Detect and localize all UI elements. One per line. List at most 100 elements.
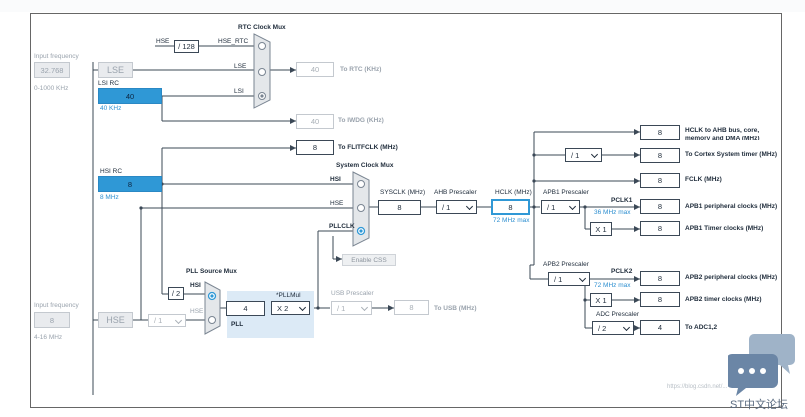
input-freq-hse-range: 4-16 MHz bbox=[34, 334, 63, 341]
adc-value-box[interactable]: 4 bbox=[640, 320, 680, 335]
lse-source-box[interactable]: LSE bbox=[98, 62, 133, 78]
lsi-unit: 40 KHz bbox=[100, 105, 122, 112]
mux-pllclk-label: PLLCLK bbox=[329, 223, 355, 230]
hsi-unit: 8 MHz bbox=[100, 194, 119, 201]
adc-prescaler-value: / 2 bbox=[598, 323, 607, 333]
apb1-timer-value-box[interactable]: 8 bbox=[640, 221, 680, 236]
hclk-out-label: HCLK to AHB bus, core, bbox=[685, 127, 760, 134]
rtc-in-lse: LSE bbox=[234, 63, 247, 70]
mux-hsi-label: HSI bbox=[330, 176, 341, 183]
pll-in-hsi: HSI bbox=[190, 282, 201, 289]
clock-tree-frame bbox=[30, 13, 782, 408]
cortex-div-value: / 1 bbox=[571, 150, 580, 160]
cortex-value-box[interactable]: 8 bbox=[640, 148, 680, 163]
to-flit-label: To FLITFCLK (MHz) bbox=[338, 144, 398, 151]
iwdg-value-box[interactable]: 40 bbox=[296, 114, 334, 129]
hclk-max: 72 MHz max bbox=[493, 217, 530, 224]
hclk-out-label-2: memory and DMA (MHz) bbox=[685, 136, 760, 140]
usb-value-box[interactable]: 8 bbox=[394, 300, 429, 315]
chevron-down-icon bbox=[568, 202, 577, 211]
chevron-down-icon bbox=[298, 303, 307, 312]
cortex-label: To Cortex System timer (MHz) bbox=[685, 151, 777, 158]
hse-div128-label: HSE bbox=[156, 38, 170, 45]
ahb-prescaler-label: AHB Prescaler bbox=[434, 189, 477, 196]
pclk1-label: PCLK1 bbox=[611, 197, 633, 204]
flit-value-box[interactable]: 8 bbox=[296, 140, 334, 155]
hsi-rc-label: HSI RC bbox=[100, 168, 123, 175]
chevron-down-icon bbox=[578, 274, 587, 283]
input-freq-lse-label: Input frequency bbox=[34, 53, 79, 60]
hse-source-box[interactable]: HSE bbox=[98, 312, 133, 328]
apb2-prescaler-value: / 1 bbox=[554, 274, 563, 284]
to-rtc-label: To RTC (KHz) bbox=[340, 66, 382, 73]
usb-prescaler-value: / 1 bbox=[337, 303, 346, 313]
pll-mux-title: PLL Source Mux bbox=[186, 268, 237, 275]
apb1-periph-value-box[interactable]: 8 bbox=[640, 199, 680, 214]
hclk-label: HCLK (MHz) bbox=[495, 189, 532, 196]
apb2-timer-value-box[interactable]: 8 bbox=[640, 292, 680, 307]
adc-prescaler-label: ADC Prescaler bbox=[596, 311, 639, 318]
hclk-value-box[interactable]: 8 bbox=[491, 199, 530, 215]
apb1-periph-label: APB1 peripheral clocks (MHz) bbox=[685, 203, 778, 210]
mux-hse-label: HSE bbox=[330, 200, 344, 207]
pllmul-select[interactable]: X 2 bbox=[271, 301, 310, 315]
input-freq-lse-range: 0-1000 KHz bbox=[34, 85, 69, 92]
hse-div128-box[interactable]: / 128 bbox=[174, 40, 199, 53]
input-freq-hse-field[interactable]: 8 bbox=[34, 312, 70, 328]
apb1-prescaler-value: / 1 bbox=[547, 202, 556, 212]
fclk-value-box[interactable]: 8 bbox=[640, 173, 680, 188]
apb1-prescaler-select[interactable]: / 1 bbox=[541, 200, 580, 214]
pclk1-max: 36 MHz max bbox=[594, 209, 631, 216]
logo-text: ST中文论坛 bbox=[730, 399, 789, 411]
usb-prescaler-label: USB Prescaler bbox=[331, 290, 374, 297]
rtc-value-box[interactable]: 40 bbox=[296, 62, 334, 77]
apb2-prescaler-label: APB2 Prescaler bbox=[543, 261, 589, 268]
hse-prediv-select[interactable]: / 1 bbox=[148, 314, 186, 327]
hse-rtc-label: HSE_RTC bbox=[218, 38, 249, 45]
hclk-out-value-box[interactable]: 8 bbox=[640, 125, 680, 140]
rtc-mux-title: RTC Clock Mux bbox=[238, 24, 286, 31]
pll-in-hse: HSE bbox=[190, 308, 204, 315]
sysclk-value-box[interactable]: 8 bbox=[378, 200, 421, 215]
usb-prescaler-select[interactable]: / 1 bbox=[331, 301, 372, 315]
sysclk-mux-title: System Clock Mux bbox=[336, 162, 394, 169]
ahb-prescaler-select[interactable]: / 1 bbox=[436, 200, 477, 214]
pllmul-label: *PLLMul bbox=[276, 292, 301, 299]
cortex-div-select[interactable]: / 1 bbox=[565, 148, 602, 162]
apb2-timer-mul-box[interactable]: X 1 bbox=[590, 293, 612, 307]
watermark: https://blog.csdn.net/... bbox=[667, 384, 728, 390]
hse-prediv-value: / 1 bbox=[154, 316, 163, 325]
chevron-down-icon bbox=[174, 316, 183, 324]
lsi-rc-label: LSI RC bbox=[98, 80, 119, 87]
to-usb-label: To USB (MHz) bbox=[434, 305, 477, 312]
pll-label: PLL bbox=[231, 321, 244, 328]
toolbar-strip bbox=[0, 0, 805, 12]
apb2-periph-value-box[interactable]: 8 bbox=[640, 271, 680, 286]
input-freq-hse-label: Input frequency bbox=[34, 302, 79, 309]
pclk2-max: 72 MHz max bbox=[594, 282, 631, 289]
input-freq-lse-field[interactable]: 32.768 bbox=[34, 62, 70, 78]
pclk2-label: PCLK2 bbox=[611, 268, 633, 275]
chevron-down-icon bbox=[360, 303, 369, 312]
apb2-prescaler-select[interactable]: / 1 bbox=[548, 272, 590, 286]
ahb-prescaler-value: / 1 bbox=[442, 202, 451, 212]
pllmul-value: X 2 bbox=[277, 303, 289, 313]
pll-div2-box[interactable]: / 2 bbox=[168, 287, 184, 300]
to-iwdg-label: To IWDG (KHz) bbox=[338, 117, 384, 124]
hsi-source-box[interactable]: 8 bbox=[98, 176, 162, 192]
adc-label: To ADC1,2 bbox=[685, 324, 718, 331]
lsi-source-box[interactable]: 40 bbox=[98, 88, 162, 104]
sysclk-label: SYSCLK (MHz) bbox=[380, 189, 426, 196]
chevron-down-icon bbox=[590, 150, 599, 159]
chevron-down-icon bbox=[465, 202, 474, 211]
fclk-label: FCLK (MHz) bbox=[685, 176, 722, 183]
enable-css-button[interactable]: Enable CSS bbox=[342, 254, 396, 266]
apb2-timer-label: APB2 timer clocks (MHz) bbox=[685, 296, 762, 303]
st-forum-logo bbox=[728, 334, 795, 396]
pll-value-box[interactable]: 4 bbox=[226, 301, 265, 316]
apb1-prescaler-label: APB1 Prescaler bbox=[543, 189, 589, 196]
adc-prescaler-select[interactable]: / 2 bbox=[592, 321, 634, 335]
rtc-in-lsi: LSI bbox=[234, 88, 244, 95]
chevron-down-icon bbox=[622, 323, 631, 332]
apb1-timer-mul-box[interactable]: X 1 bbox=[590, 222, 612, 236]
